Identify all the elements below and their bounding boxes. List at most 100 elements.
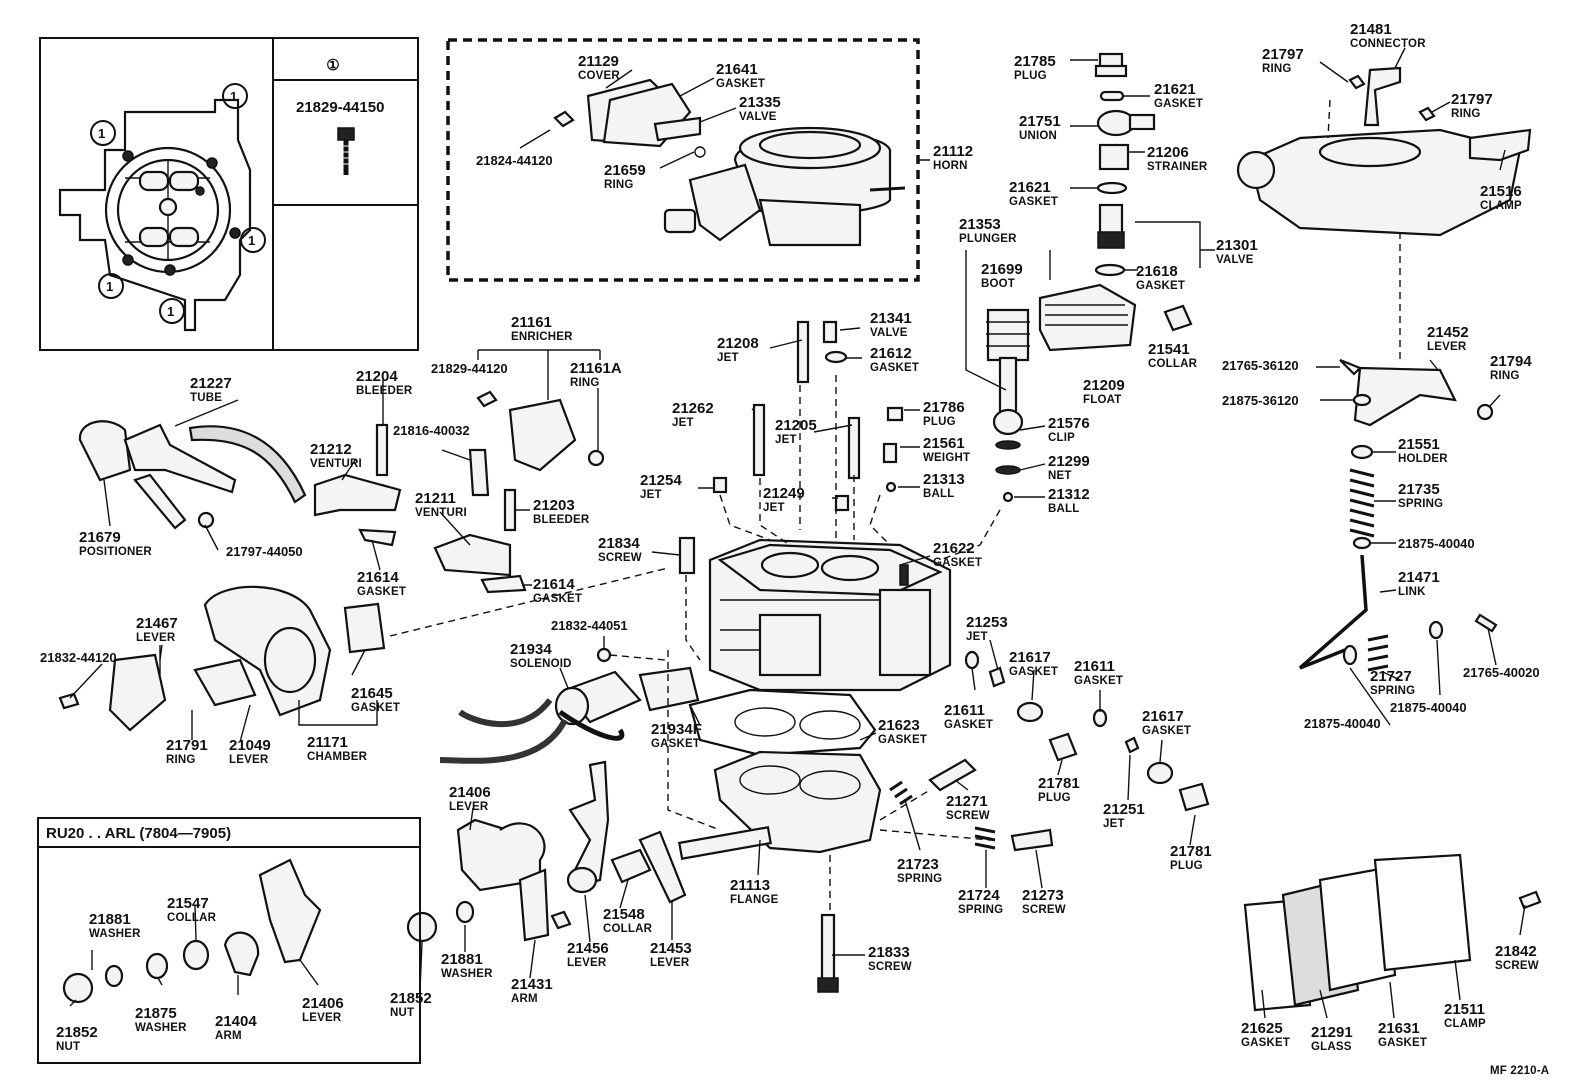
air-horn-cover	[1236, 66, 1532, 237]
svg-text:21453: 21453	[650, 940, 692, 957]
svg-text:21611: 21611	[1074, 658, 1115, 675]
svg-text:COVER: COVER	[578, 70, 620, 82]
flange-detail-box: 1 1 1 1 1 ① 21829-44150	[39, 37, 419, 351]
svg-text:21641: 21641	[716, 61, 758, 78]
svg-text:FLANGE: FLANGE	[730, 894, 779, 906]
svg-text:21934: 21934	[510, 641, 552, 658]
svg-text:21832-44051: 21832-44051	[551, 618, 628, 633]
svg-text:JET: JET	[672, 417, 694, 429]
svg-text:21797-44050: 21797-44050	[226, 544, 303, 559]
svg-text:LEVER: LEVER	[650, 957, 690, 969]
plunger-assembly	[965, 250, 1051, 475]
svg-text:VENTURI: VENTURI	[310, 458, 362, 470]
svg-text:21548: 21548	[603, 906, 645, 923]
svg-text:GASKET: GASKET	[1009, 196, 1058, 208]
svg-text:21875-40040: 21875-40040	[1390, 700, 1467, 715]
screw-icon	[337, 127, 355, 175]
svg-text:VALVE: VALVE	[1216, 254, 1254, 266]
svg-text:21623: 21623	[878, 717, 920, 734]
svg-text:HOLDER: HOLDER	[1398, 453, 1448, 465]
svg-text:21211: 21211	[415, 490, 456, 507]
right-side-small-parts	[964, 650, 1210, 812]
svg-text:GASKET: GASKET	[933, 557, 982, 569]
svg-text:21834: 21834	[598, 535, 640, 552]
svg-text:21253: 21253	[966, 614, 1008, 631]
svg-text:PLUG: PLUG	[1038, 792, 1071, 804]
assembly-guide-lines	[389, 99, 1401, 912]
svg-text:21291: 21291	[1311, 1024, 1353, 1041]
label-21829-44120: 21829-44120	[431, 361, 508, 376]
svg-text:SCREW: SCREW	[1495, 960, 1539, 972]
svg-text:21611: 21611	[944, 702, 985, 719]
svg-text:21467: 21467	[136, 615, 178, 632]
svg-text:21171: 21171	[307, 734, 348, 751]
svg-text:21659: 21659	[604, 162, 646, 179]
svg-text:21765-40020: 21765-40020	[1463, 665, 1540, 680]
svg-text:JET: JET	[717, 352, 739, 364]
svg-text:21842: 21842	[1495, 943, 1537, 960]
svg-text:21785: 21785	[1014, 53, 1056, 70]
svg-text:LEVER: LEVER	[567, 957, 607, 969]
diagram-code: MF 2210-A	[1490, 1065, 1549, 1077]
svg-text:21735: 21735	[1398, 481, 1440, 498]
svg-text:GASKET: GASKET	[1136, 280, 1185, 292]
leader-lines	[69, 47, 1526, 1019]
svg-text:21881: 21881	[89, 911, 131, 928]
svg-text:LEVER: LEVER	[302, 1012, 342, 1024]
svg-text:LEVER: LEVER	[449, 801, 489, 813]
svg-text:21208: 21208	[717, 335, 759, 352]
svg-text:21209: 21209	[1083, 377, 1125, 394]
svg-text:FLOAT: FLOAT	[1083, 394, 1121, 406]
svg-text:21724: 21724	[958, 887, 1000, 904]
svg-text:CLIP: CLIP	[1048, 432, 1075, 444]
svg-text:21249: 21249	[763, 485, 805, 502]
horn-group-box	[446, 38, 920, 282]
svg-text:RING: RING	[1262, 63, 1292, 75]
svg-text:STRAINER: STRAINER	[1147, 161, 1208, 173]
inset-title: RU20 . . ARL (7804—7905)	[46, 825, 231, 842]
svg-text:21797: 21797	[1451, 91, 1493, 108]
svg-text:SCREW: SCREW	[1022, 904, 1066, 916]
detail-marker: ①	[326, 57, 339, 74]
svg-text:JET: JET	[775, 434, 797, 446]
svg-text:21723: 21723	[897, 856, 939, 873]
svg-text:21727: 21727	[1370, 668, 1412, 685]
flange-and-gaskets	[678, 688, 1054, 993]
svg-text:21781: 21781	[1038, 775, 1080, 792]
svg-text:HORN: HORN	[933, 160, 968, 172]
svg-text:GASKET: GASKET	[651, 738, 700, 750]
